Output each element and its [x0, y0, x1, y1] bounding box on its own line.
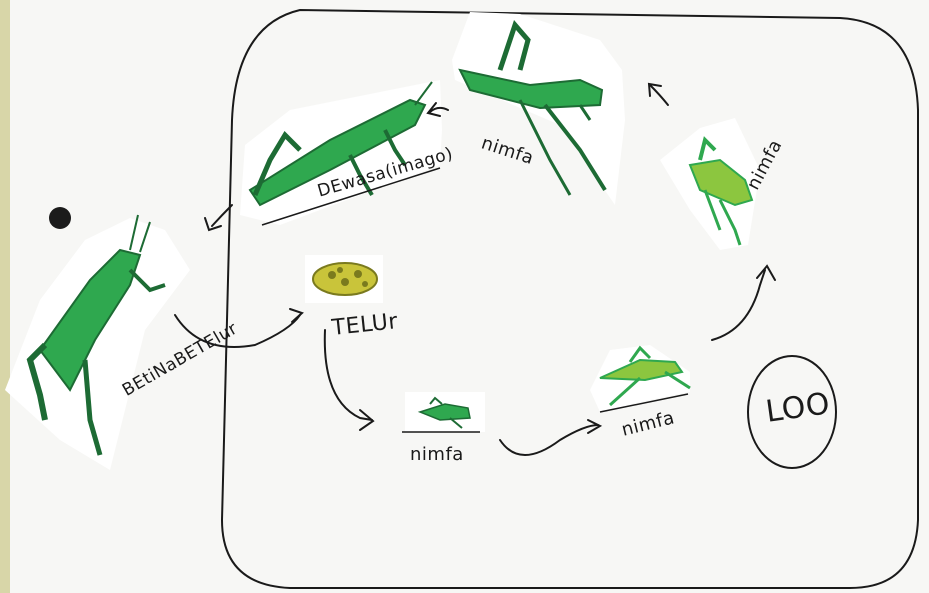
egg-cluster-icon	[313, 263, 377, 295]
label-nymph-bottom: nimfa	[410, 444, 464, 465]
paper-edge	[0, 0, 10, 593]
punch-hole-icon	[49, 207, 71, 229]
cutout-paper	[5, 218, 190, 470]
